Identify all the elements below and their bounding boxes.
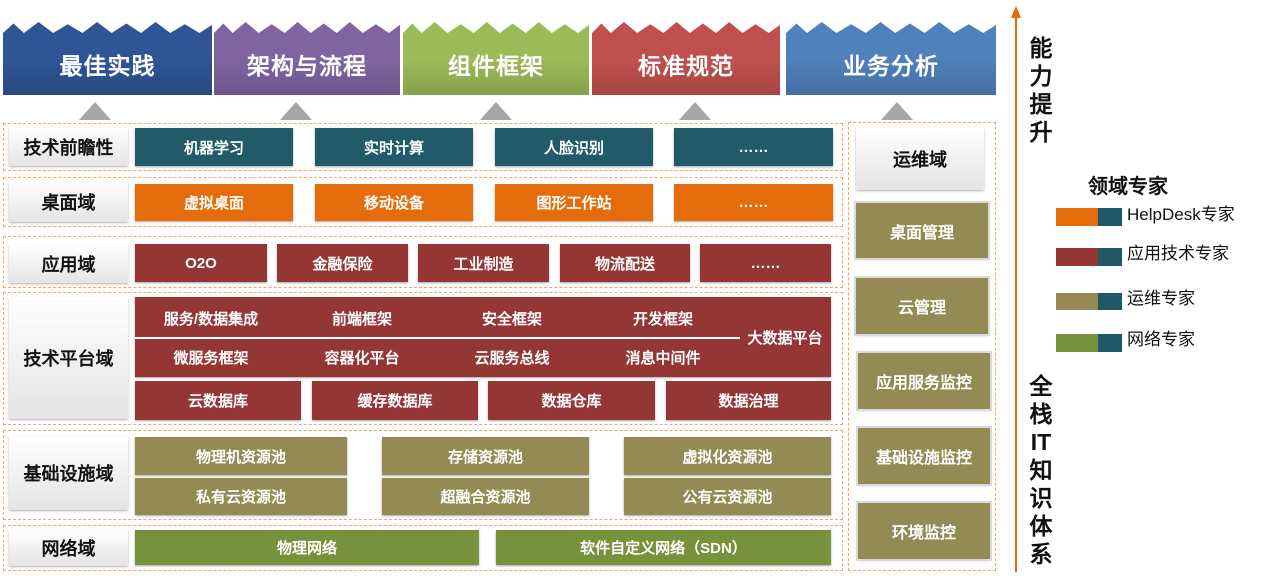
item-sdn: 软件自定义网络（SDN） [496,530,831,565]
item-more: …… [674,184,833,221]
legend-swatch-helpdesk [1056,208,1122,226]
ops-cloud-management: 云管理 [856,278,988,334]
item-mobile-device: 移动设备 [315,184,473,221]
banner-label: 标准规范 [638,52,734,79]
item-service-data-integration: 服务/数据集成 [163,310,259,328]
swatch-color [1056,293,1098,310]
legend-swatch-network [1056,334,1122,352]
item-o2o: O2O [135,244,267,282]
operations-frame [848,122,996,571]
up-arrow-triangle-icon [480,102,512,120]
swatch-accent [1098,248,1122,266]
banner-label: 最佳实践 [59,52,156,79]
ops-desktop-management: 桌面管理 [856,203,988,258]
ops-infrastructure-monitoring: 基础设施监控 [858,428,990,484]
legend-swatch-app-tech [1056,248,1122,266]
row-frame-application [3,236,843,288]
legend-title: 领域专家 [1088,176,1168,198]
legend-label-network: 网络专家 [1127,330,1195,349]
ops-environment-monitoring: 环境监控 [858,503,990,559]
arrow-head [1011,6,1021,18]
item-realtime-computing: 实时计算 [315,128,473,166]
up-arrow-triangle-icon [79,102,111,120]
item-private-cloud-pool: 私有云资源池 [135,478,347,515]
operations-label: 运维域 [856,128,984,190]
item-physical-network: 物理网络 [135,530,479,565]
row-label-infrastructure: 基础设施域 [9,436,128,510]
banner-architecture-process: 架构与流程 [214,22,400,95]
banner-component-framework: 组件框架 [403,22,589,95]
capability-up-arrow-icon [1011,6,1021,572]
banner-business-analysis: 业务分析 [786,22,996,95]
row-label-desktop: 桌面域 [9,182,128,222]
item-dev-framework: 开发框架 [632,310,693,328]
capability-improvement-label: 能力提升 [1029,35,1053,145]
legend-label-ops: 运维专家 [1127,289,1195,308]
item-container-platform: 容器化平台 [324,349,400,367]
up-arrow-triangle-icon [679,102,711,120]
item-microservice-framework: 微服务框架 [173,349,249,367]
middleware-block: 服务/数据集成 前端框架 安全框架 开发框架 微服务框架 容器化平台 云服务总线… [135,297,831,377]
row-label-network: 网络域 [9,530,128,566]
legend-label-app-tech: 应用技术专家 [1127,244,1229,263]
item-more: …… [674,128,833,166]
swatch-accent [1098,208,1122,226]
legend-swatch-ops [1056,293,1122,310]
item-public-cloud-pool: 公有云资源池 [624,478,831,515]
item-hyperconverged-pool: 超融合资源池 [382,478,589,515]
item-logistics: 物流配送 [560,244,690,282]
up-arrow-triangle-icon [280,102,312,120]
swatch-color [1056,334,1098,352]
swatch-accent [1098,334,1122,352]
item-cache-database: 缓存数据库 [312,381,478,420]
item-industrial-manufacturing: 工业制造 [418,244,549,282]
row-frame-tech-foresight [3,123,843,171]
banner-standards: 标准规范 [592,22,780,95]
item-data-warehouse: 数据仓库 [488,381,655,420]
item-frontend-framework: 前端框架 [331,310,392,328]
row-label-tech-platform: 技术平台域 [9,297,128,419]
item-more: …… [700,244,831,282]
banner-label: 组件框架 [448,52,544,79]
row-label-tech-foresight: 技术前瞻性 [9,128,128,166]
item-message-middleware: 消息中间件 [625,349,701,367]
item-storage-resource-pool: 存储资源池 [382,437,589,475]
item-physical-resource-pool: 物理机资源池 [135,437,347,475]
middleware-divider [135,337,740,339]
item-data-governance: 数据治理 [666,381,831,420]
row-frame-desktop [3,177,843,227]
row-label-application: 应用域 [9,245,128,283]
item-big-data-platform: 大数据平台 [747,329,823,347]
item-cloud-database: 云数据库 [135,381,301,420]
row-frame-network [3,525,843,571]
banner-label: 业务分析 [843,52,939,79]
banner-label: 架构与流程 [247,52,367,79]
item-finance-insurance: 金融保险 [277,244,408,282]
swatch-color [1056,248,1098,266]
item-machine-learning: 机器学习 [135,128,293,166]
row-frame-infrastructure [3,430,843,520]
item-cloud-service-bus: 云服务总线 [474,349,550,367]
ops-app-service-monitoring: 应用服务监控 [858,353,990,409]
row-frame-tech-platform [3,292,843,425]
full-stack-knowledge-label: 全栈IT知识体系 [1029,373,1053,567]
swatch-accent [1098,293,1122,310]
item-virtualization-resource-pool: 虚拟化资源池 [624,437,831,475]
item-security-framework: 安全框架 [481,310,542,328]
swatch-color [1056,208,1098,226]
item-face-recognition: 人脸识别 [495,128,653,166]
item-virtual-desktop: 虚拟桌面 [135,184,293,221]
legend-label-helpdesk: HelpDesk专家 [1127,205,1235,224]
item-graphics-workstation: 图形工作站 [495,184,653,221]
up-arrow-triangle-icon [881,102,913,120]
banner-best-practice: 最佳实践 [3,22,212,95]
